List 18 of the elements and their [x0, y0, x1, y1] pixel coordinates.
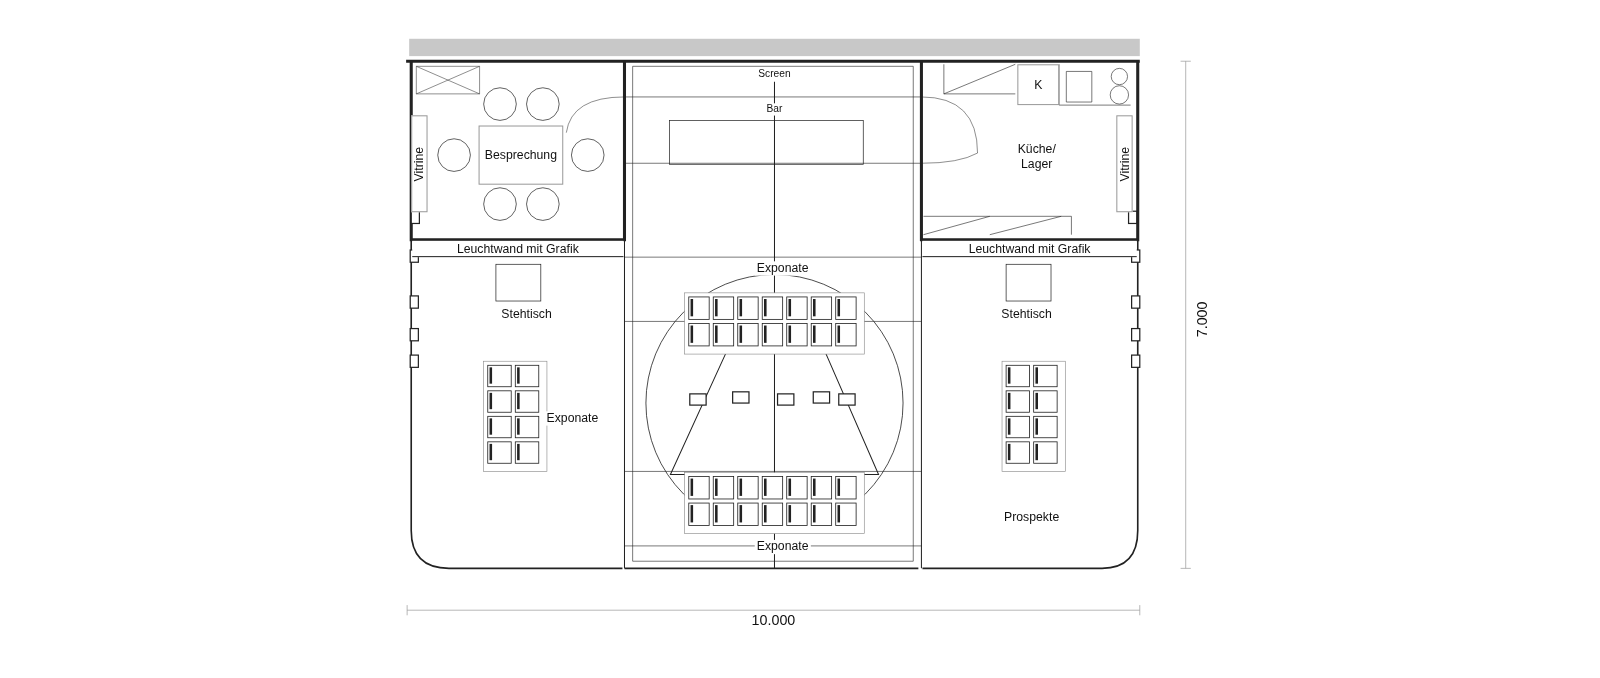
area-label: Exponate	[754, 539, 811, 554]
display-case	[411, 115, 428, 213]
room-label: K	[1034, 77, 1043, 92]
room-label: Screen	[756, 67, 793, 80]
room-label: Vitrine	[412, 146, 427, 181]
light-wall-band	[412, 240, 624, 258]
area-label: Exponate	[544, 411, 601, 426]
room-label: Vitrine	[1117, 146, 1132, 181]
room-label: Leuchtwand mit Grafik	[456, 241, 579, 256]
area-label: Exponate	[754, 261, 811, 276]
room-label: Besprechung	[484, 147, 557, 163]
fridge-box	[1017, 64, 1060, 106]
light-wall-band	[922, 240, 1137, 258]
area-label: Prospekte	[1002, 510, 1062, 525]
room-label: Bar	[764, 103, 785, 116]
meeting-table	[478, 125, 564, 185]
display-case	[1116, 115, 1133, 213]
room-label: Leuchtwand mit Grafik	[968, 241, 1091, 256]
